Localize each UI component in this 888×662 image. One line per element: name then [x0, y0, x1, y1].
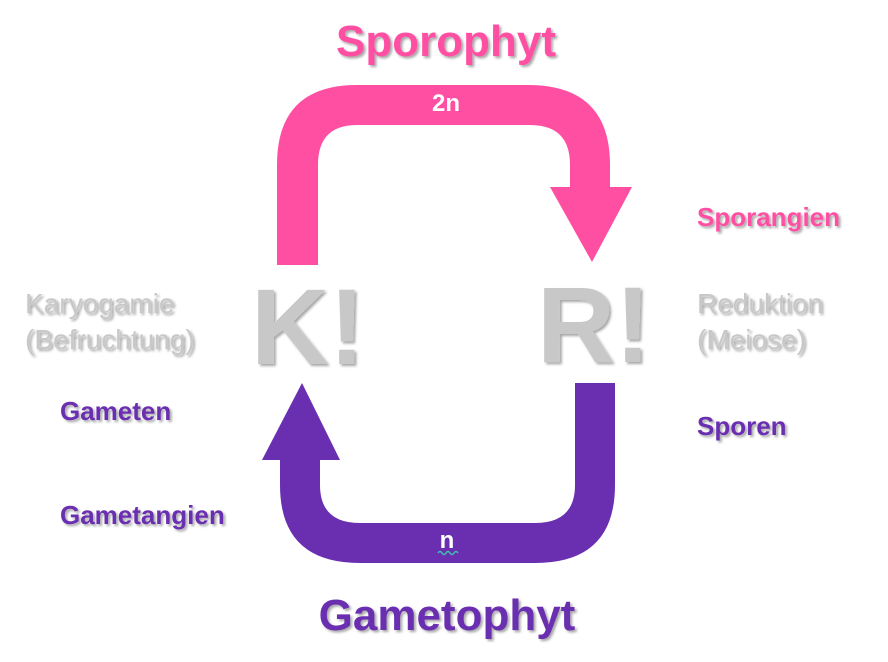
reduction-label: Reduktion [697, 288, 823, 319]
meiosis-label: (Meiose) [697, 324, 806, 355]
sporophyte-title: Sporophyt [336, 17, 556, 66]
karyogamy-label: Karyogamie [25, 288, 174, 319]
gametes-label: Gameten [60, 396, 171, 426]
gametophyte-arrow [262, 383, 615, 563]
spores-label: Sporen [697, 411, 787, 441]
top-arrow-label: 2n [432, 90, 460, 117]
gametophyte-title: Gametophyt [319, 591, 576, 640]
spellcheck-squiggle [437, 550, 459, 556]
sporophyte-arrow [277, 85, 632, 265]
sporangia-label: Sporangien [697, 202, 840, 232]
reduction-letter: R! [537, 264, 651, 385]
karyogamy-letter: K! [251, 266, 365, 387]
bottom-arrow-label: n [440, 527, 455, 554]
gametangia-label: Gametangien [60, 500, 225, 530]
fertilization-label: (Befruchtung) [25, 324, 195, 355]
